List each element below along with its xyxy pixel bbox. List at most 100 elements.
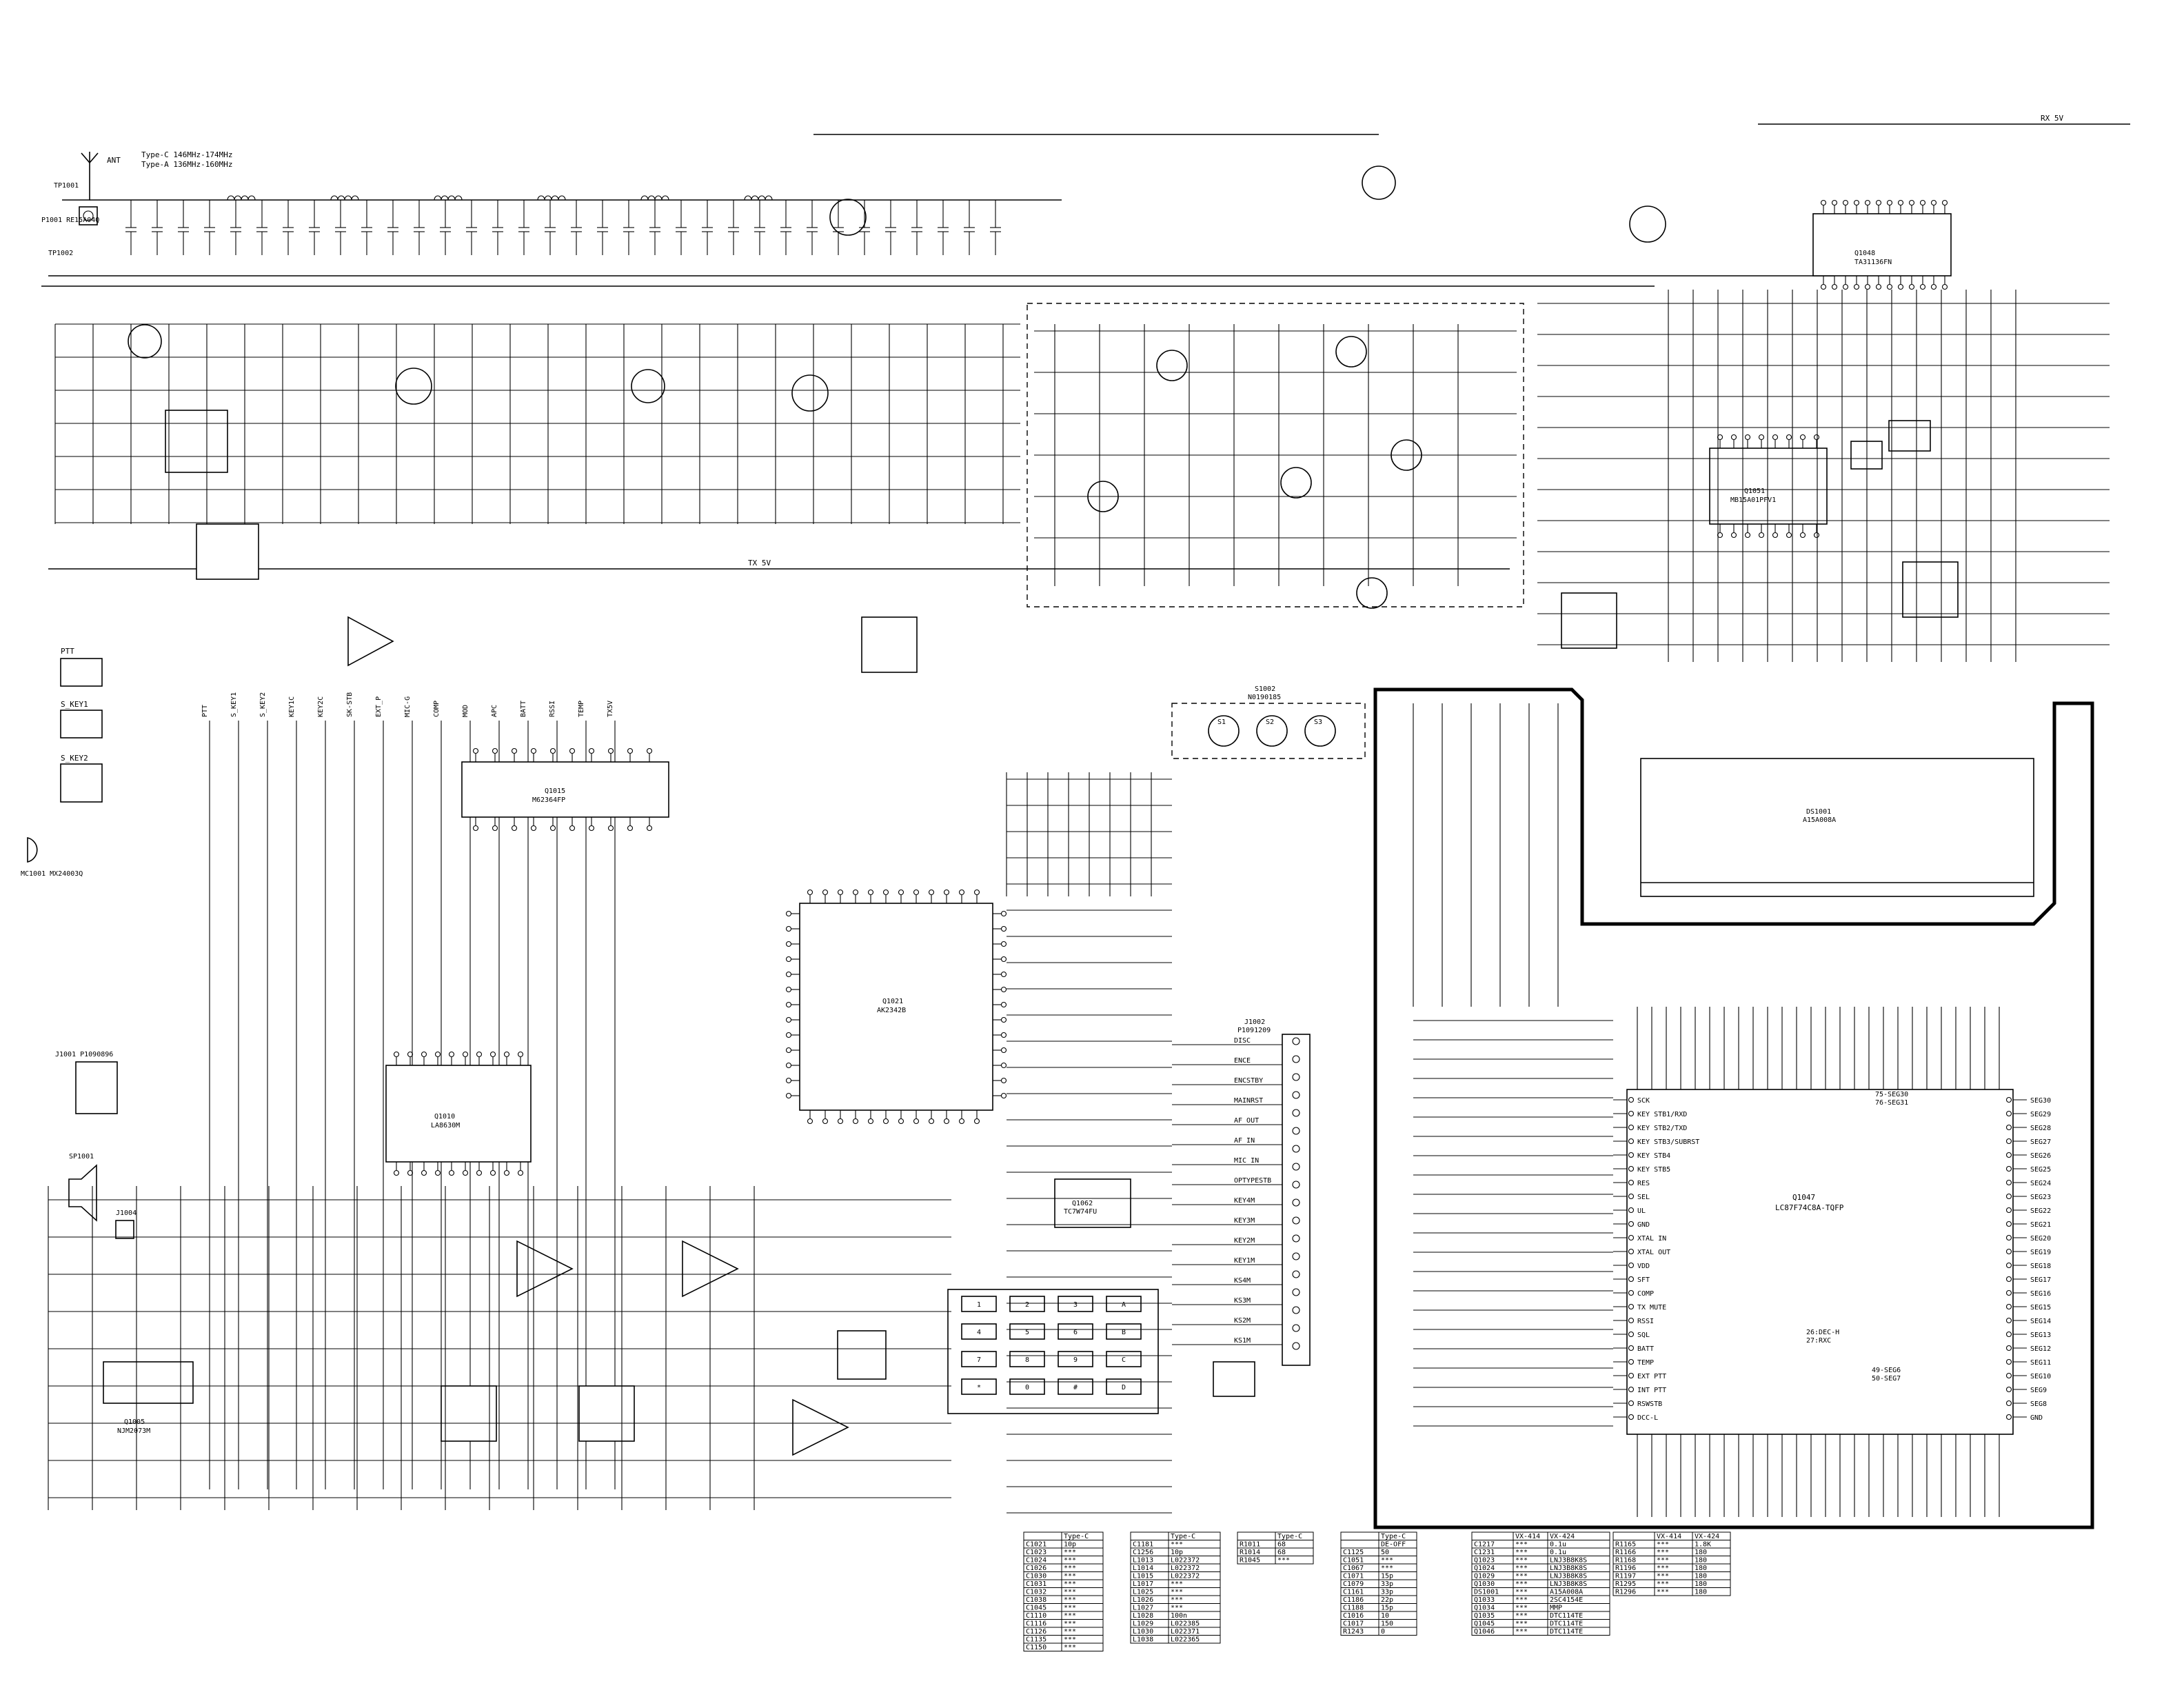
q1048-pin-dot xyxy=(1820,283,1827,290)
table-cell: C1023 xyxy=(1026,1549,1046,1556)
table-cell: L022365 xyxy=(1171,1636,1200,1644)
mcu-right-pin-dot xyxy=(2005,1303,2012,1310)
q1051-pin-dot xyxy=(1730,532,1737,539)
table-cell: Q1034 xyxy=(1474,1605,1495,1612)
q1047-mcu xyxy=(1626,1089,2014,1435)
keypad-key xyxy=(1009,1323,1045,1340)
q1021-pin-dot xyxy=(1000,1047,1007,1054)
q1015-part: M62364FP xyxy=(532,796,565,804)
j1002-pin xyxy=(1292,1109,1300,1117)
q1021-pin-dot xyxy=(958,1118,965,1125)
j1002-connector xyxy=(1282,1034,1311,1366)
left-signal-label: APC xyxy=(491,705,498,717)
q1048-pin-dot xyxy=(1864,283,1871,290)
p1001-label: P1001 RE15A04Q xyxy=(41,217,99,224)
q1015-pin-dot xyxy=(569,825,576,832)
q1021-pin-dot xyxy=(837,1118,844,1125)
q1018-pack xyxy=(578,1385,635,1442)
table-cell: C1038 xyxy=(1026,1596,1046,1604)
q1015-pin-dot xyxy=(588,825,595,832)
keypad-key xyxy=(1106,1296,1142,1312)
table-cell: L1013 xyxy=(1133,1557,1153,1565)
q1051-pin-dot xyxy=(1813,434,1820,441)
mcu-left-pin-dot xyxy=(1628,1303,1635,1310)
bus-label: KEY2M xyxy=(1234,1237,1255,1245)
keypad-key xyxy=(1058,1378,1093,1395)
q1002-transistor-pair xyxy=(165,410,228,473)
s1002-part: N0190185 xyxy=(1248,694,1281,701)
table-cell: 15p xyxy=(1381,1605,1393,1612)
keypad-key-label: 5 xyxy=(1025,1329,1029,1336)
table-cell: *** xyxy=(1515,1573,1528,1580)
mcu-left-pin-label: KEY STB2/TXD xyxy=(1637,1125,1687,1132)
table-cell: C1031 xyxy=(1026,1580,1046,1588)
mcu-right-pin-dot xyxy=(2005,1220,2012,1227)
q1021-pins xyxy=(785,889,1007,1125)
mcu-left-pin-label: EXT PTT xyxy=(1637,1373,1666,1380)
table-cell: R1197 xyxy=(1615,1573,1636,1580)
table-cell: C1150 xyxy=(1026,1644,1046,1651)
s1002-switch-box xyxy=(1171,703,1366,759)
table-cell: R1011 xyxy=(1240,1541,1260,1549)
table-cell: *** xyxy=(1064,1636,1076,1644)
j1002-pin xyxy=(1292,1270,1300,1278)
q1010-pin-dot xyxy=(421,1051,427,1058)
q1021-pin-dot xyxy=(785,1047,792,1054)
j1002-pin xyxy=(1292,1127,1300,1135)
ds1001-ref: DS1001 xyxy=(1806,808,1831,816)
mcu-right-pin-label: SEG14 xyxy=(2030,1318,2051,1325)
s1002-ref: S1002 xyxy=(1255,685,1275,693)
table-cell: C1017 xyxy=(1343,1620,1364,1628)
q1010-pin-dot xyxy=(517,1169,524,1176)
q1021-pin-dot xyxy=(807,889,813,896)
table-cell: C1021 xyxy=(1026,1541,1046,1549)
q1015-pin-dot xyxy=(607,747,614,754)
q1015-pin-dot xyxy=(511,825,518,832)
q1020-transistor xyxy=(791,374,829,412)
q1062-ref: Q1062 xyxy=(1072,1200,1093,1207)
skey2-connector-label: S_KEY2 xyxy=(61,754,88,763)
table-header-cell: VX-414 xyxy=(1515,1533,1540,1540)
mcu-left-pin-label: SFT xyxy=(1637,1276,1650,1284)
keypad-key xyxy=(961,1351,997,1367)
q1013-pack xyxy=(441,1385,497,1442)
note-seg30: 75-SEG30 xyxy=(1875,1091,1908,1098)
table-cell: 180 xyxy=(1695,1549,1707,1556)
mcu-left-pin-label: VDD xyxy=(1637,1263,1650,1270)
q1008-transistor xyxy=(395,368,432,405)
q1021-pin-dot xyxy=(913,1118,920,1125)
inductor-coil xyxy=(434,195,463,201)
table-cell: C1125 xyxy=(1343,1549,1364,1556)
ptt-connector-label: PTT xyxy=(61,647,74,656)
left-connectors: PTT S_KEY1 S_KEY2 MC1001 MX24003Q J1001 … xyxy=(21,647,616,1489)
q1047-part: LC87F74C8A-TQFP xyxy=(1775,1203,1844,1212)
q1010-pin-dot xyxy=(393,1051,400,1058)
table-cell: C1045 xyxy=(1026,1605,1046,1612)
q1048-pin-dot xyxy=(1842,283,1849,290)
table-cell: 0 xyxy=(1381,1628,1385,1636)
table-cell: *** xyxy=(1277,1557,1290,1565)
left-signal-label: KEY1C xyxy=(288,696,296,717)
q1010-pin-dot xyxy=(434,1051,441,1058)
mcu-left-pin-dot xyxy=(1628,1124,1635,1131)
table-cell: 10p xyxy=(1171,1549,1183,1556)
speaker-symbol xyxy=(68,1164,97,1222)
left-signal-label: S_KEY1 xyxy=(230,692,238,717)
mcu-right-pin-dot xyxy=(2005,1358,2012,1365)
mcu-right-pin-label: GND xyxy=(2030,1414,2043,1422)
q1010-pin-dot xyxy=(434,1169,441,1176)
q1048-pin-dot xyxy=(1919,283,1926,290)
mcu-left-pin-label: KEY STB4 xyxy=(1637,1152,1670,1160)
q1010-pin-dot xyxy=(517,1051,524,1058)
table-header-cell: Type-C xyxy=(1277,1533,1302,1540)
q1021-pin-dot xyxy=(785,1077,792,1084)
mcu-left-pin-label: SEL xyxy=(1637,1194,1650,1201)
q1021-pin-dot xyxy=(785,925,792,932)
table-cell: L1025 xyxy=(1133,1589,1153,1596)
mcu-left-pin-label: RSWSTB xyxy=(1637,1400,1662,1408)
j1002-ref: J1002 xyxy=(1244,1018,1265,1026)
q1021-pin-dot xyxy=(1000,1077,1007,1084)
bus-label: MAINRST xyxy=(1234,1097,1263,1105)
j1002-pin xyxy=(1292,1252,1300,1260)
